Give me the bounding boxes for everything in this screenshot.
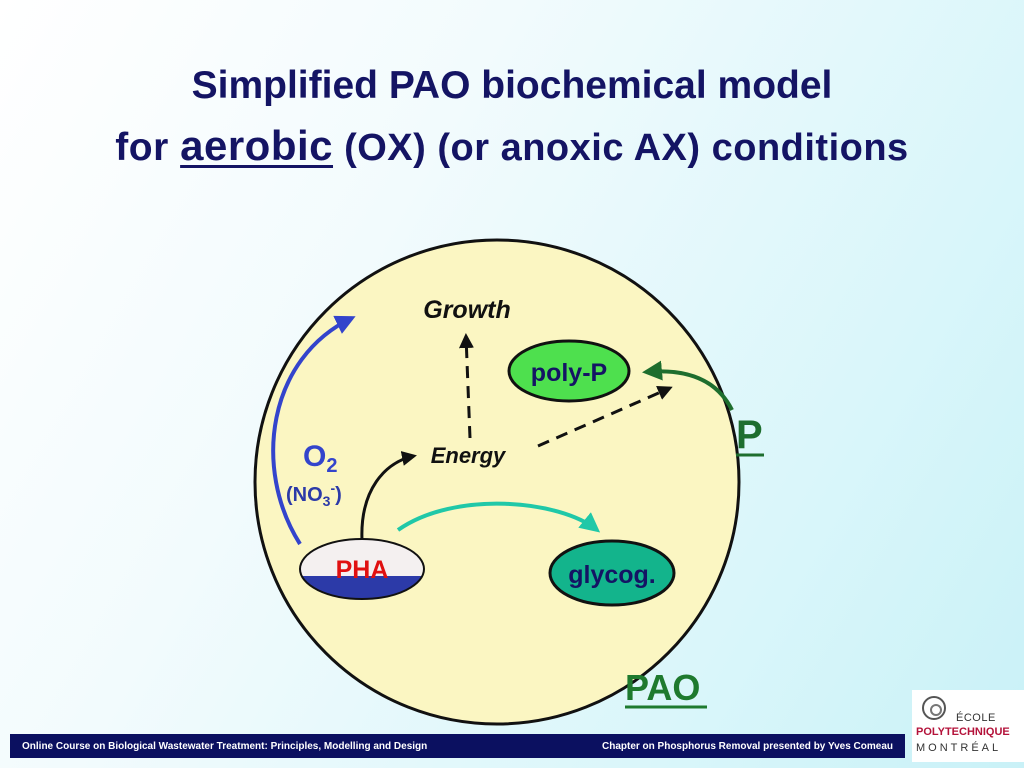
polyp-ellipse xyxy=(507,339,631,403)
energy-to-polyp-dashed-arrow xyxy=(537,385,673,448)
oxygen-label: O2 xyxy=(303,440,337,477)
nitrate-label: (NO3-) xyxy=(286,480,342,509)
title-ox: (OX) xyxy=(333,127,427,169)
slide-title: Simplified PAO biochemical model for aer… xyxy=(0,56,1024,178)
title-line-1: Simplified PAO biochemical model xyxy=(191,64,833,107)
polytechnique-logo: ÉCOLE POLYTECHNIQUE MONTRÉAL xyxy=(912,690,1024,762)
pha-label: PHA xyxy=(336,556,389,584)
oxygen-to-growth-arrow xyxy=(271,315,356,546)
title-rest: (or anoxic AX) conditions xyxy=(426,127,909,169)
growth-label: Growth xyxy=(423,296,511,324)
logo-line-3: MONTRÉAL xyxy=(916,742,1002,754)
footer-bar: Online Course on Biological Wastewater T… xyxy=(10,734,905,758)
energy-label: Energy xyxy=(431,443,507,468)
pha-to-glycogen-arrow xyxy=(396,501,601,533)
energy-to-growth-dashed-arrow xyxy=(458,333,474,439)
footer-course-text: Online Course on Biological Wastewater T… xyxy=(22,740,428,752)
footer-chapter-text: Chapter on Phosphorus Removal presented … xyxy=(601,740,893,752)
phosphate-label: P xyxy=(736,413,763,457)
logo-line-2: POLYTECHNIQUE xyxy=(916,726,1010,738)
polyp-label: poly-P xyxy=(531,359,607,387)
title-prefix: for xyxy=(115,126,181,169)
title-aerobic: aerobic xyxy=(180,122,334,169)
phosphate-uptake-arrow xyxy=(642,360,734,411)
seal-icon xyxy=(922,696,946,720)
logo-line-1: ÉCOLE xyxy=(956,712,996,724)
glycogen-label: glycog. xyxy=(568,561,656,589)
pha-ellipse xyxy=(299,538,425,600)
pha-to-energy-arrow xyxy=(360,451,417,541)
pao-label: PAO xyxy=(625,667,700,708)
title-line-2: for aerobic (OX) (or anoxic AX) conditio… xyxy=(0,116,1024,178)
glycogen-ellipse xyxy=(548,539,676,607)
